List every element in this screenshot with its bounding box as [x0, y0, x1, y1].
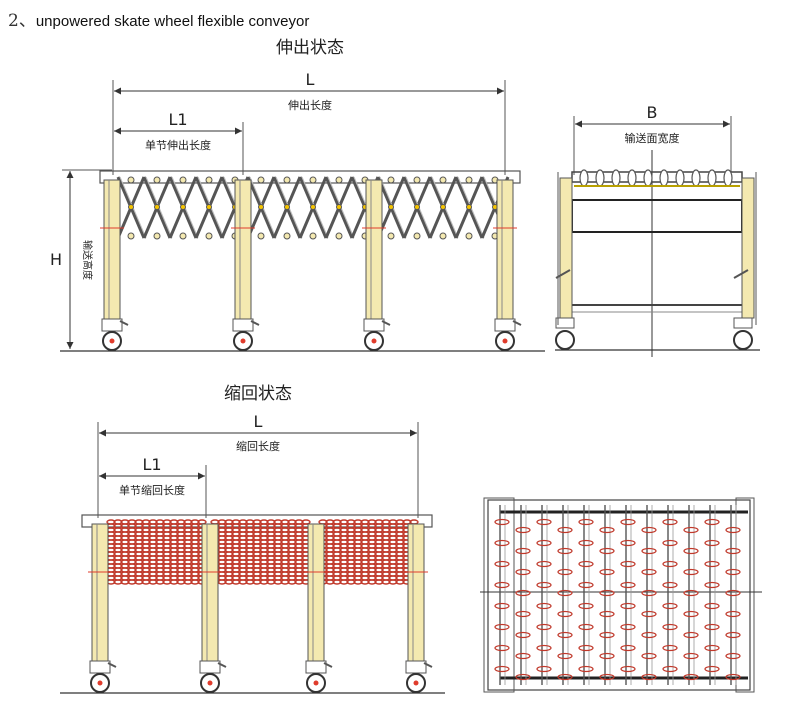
end-view: B 输送面宽度: [555, 103, 760, 357]
extended-H-caption: 输送高度: [81, 240, 94, 280]
extended-legs: [100, 179, 522, 351]
heading-text: unpowered skate wheel flexible conveyor: [35, 13, 310, 30]
retracted-L-caption: 缩回长度: [236, 439, 280, 453]
extended-L-caption: 伸出长度: [288, 98, 332, 112]
retracted-L1-caption: 单节缩回长度: [119, 483, 185, 497]
heading-number: 2、: [8, 11, 36, 31]
diagram-heading: 2、unpowered skate wheel flexible conveyo…: [8, 6, 309, 31]
retracted-view: 缩回状态 L 缩回长度 L1 单节缩回长度: [60, 384, 445, 694]
retracted-legs: [88, 523, 433, 693]
extended-L-label: L: [306, 70, 315, 89]
end-view-B-label: B: [647, 103, 658, 122]
retracted-roller-stack: [106, 519, 419, 585]
extended-H-label: H: [50, 250, 62, 269]
extended-scissor-frame: [116, 176, 511, 240]
extended-L1-caption: 单节伸出长度: [145, 138, 211, 152]
retracted-L1-label: L1: [142, 455, 161, 474]
extended-view: 伸出状态 L 伸出长度 L1 单节伸出长度 H 输送高度: [50, 38, 545, 352]
top-view: [480, 497, 762, 693]
retracted-state-label: 缩回状态: [224, 384, 292, 404]
end-view-B-caption: 输送面宽度: [625, 131, 680, 145]
extended-state-label: 伸出状态: [276, 38, 344, 58]
retracted-L-label: L: [254, 412, 263, 431]
extended-L1-label: L1: [168, 110, 187, 129]
